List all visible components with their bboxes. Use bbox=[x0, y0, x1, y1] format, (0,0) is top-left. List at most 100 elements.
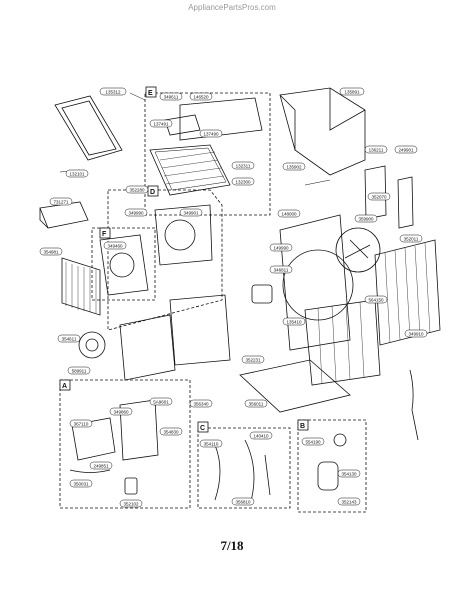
part-label: 354830 bbox=[159, 427, 183, 436]
cabinet-part bbox=[279, 87, 366, 176]
part-label: 352070 bbox=[367, 192, 391, 201]
svg-text:352231: 352231 bbox=[245, 358, 261, 363]
base-pan-part bbox=[239, 359, 351, 413]
svg-text:352102: 352102 bbox=[123, 502, 139, 507]
part-label: 564150 bbox=[364, 295, 388, 304]
svg-text:349901: 349901 bbox=[183, 211, 199, 216]
svg-text:554190: 554190 bbox=[305, 440, 321, 445]
part-label: 349460 bbox=[103, 241, 127, 250]
section-f-group bbox=[91, 227, 156, 301]
part-label: 356810 bbox=[231, 497, 255, 506]
section-e-label: E bbox=[148, 90, 153, 97]
part-label: 367110 bbox=[69, 419, 93, 428]
motor-part bbox=[251, 284, 273, 304]
part-label: 149990 bbox=[269, 243, 293, 252]
part-label: 132101 bbox=[65, 169, 89, 178]
part-label: 349860 bbox=[109, 407, 133, 416]
part-label: 359900 bbox=[354, 214, 378, 223]
part-label: 135902 bbox=[282, 162, 306, 171]
svg-text:135891: 135891 bbox=[344, 90, 360, 95]
section-d-label: D bbox=[150, 189, 155, 196]
svg-text:354830: 354830 bbox=[163, 430, 179, 435]
shroud-fan-part bbox=[279, 214, 381, 351]
part-labels: 135312 349611 146520 137491 137490 13231… bbox=[39, 87, 428, 508]
svg-text:349611: 349611 bbox=[164, 95, 179, 100]
part-label: 354110 bbox=[199, 439, 223, 448]
svg-text:149990: 149990 bbox=[273, 246, 289, 251]
part-label: 135312 bbox=[99, 87, 127, 96]
svg-text:137491: 137491 bbox=[153, 122, 169, 127]
part-label: 356340 bbox=[189, 399, 213, 408]
front-frame-part bbox=[54, 95, 123, 161]
part-label: 135891 bbox=[339, 87, 365, 96]
section-a-label: A bbox=[62, 383, 67, 390]
svg-text:349860: 349860 bbox=[113, 410, 129, 415]
svg-text:349910: 349910 bbox=[408, 332, 424, 337]
svg-text:589911: 589911 bbox=[72, 369, 87, 374]
part-label: 5A9601 bbox=[149, 397, 173, 406]
svg-text:148000: 148000 bbox=[281, 212, 297, 217]
part-label: 352011 bbox=[399, 234, 423, 243]
svg-text:349460: 349460 bbox=[107, 244, 123, 249]
svg-text:356011: 356011 bbox=[249, 402, 264, 407]
section-a-group bbox=[59, 379, 191, 509]
part-label: 136211 bbox=[364, 145, 388, 154]
part-label: 356011 bbox=[244, 399, 268, 408]
part-label: 349910 bbox=[404, 329, 428, 338]
part-label: 249901 bbox=[394, 145, 418, 154]
condenser-coil-part bbox=[374, 239, 441, 346]
section-b-label: B bbox=[300, 423, 305, 430]
air-guide-part bbox=[119, 314, 176, 381]
svg-text:132300: 132300 bbox=[235, 180, 251, 185]
left-coil-part bbox=[61, 257, 101, 316]
section-d-group bbox=[107, 189, 223, 331]
part-label: 137491 bbox=[149, 119, 173, 128]
part-label: 349901 bbox=[179, 208, 203, 217]
side-panel-part bbox=[364, 165, 387, 220]
svg-text:135902: 135902 bbox=[286, 165, 302, 170]
blower-wheel-part bbox=[78, 331, 106, 359]
svg-text:140410: 140410 bbox=[253, 434, 269, 439]
svg-text:349990: 349990 bbox=[128, 211, 144, 216]
svg-text:564150: 564150 bbox=[368, 298, 384, 303]
part-label: 349990 bbox=[124, 208, 148, 217]
part-label: 132300 bbox=[231, 177, 255, 186]
svg-text:132311: 132311 bbox=[236, 164, 251, 169]
part-label: 589911 bbox=[67, 366, 91, 375]
part-label: 352102 bbox=[119, 499, 143, 508]
part-label: 554190 bbox=[301, 437, 325, 446]
part-label: 137490 bbox=[199, 129, 223, 138]
part-label: 354981 bbox=[39, 247, 63, 256]
drain-tube-part bbox=[409, 369, 419, 441]
evaporator-coil-part bbox=[304, 299, 381, 386]
part-label: 352231 bbox=[241, 355, 265, 364]
svg-text:356810: 356810 bbox=[235, 500, 251, 505]
svg-text:5A9601: 5A9601 bbox=[153, 400, 169, 405]
section-e-group bbox=[144, 92, 271, 216]
svg-text:249901: 249901 bbox=[398, 148, 414, 153]
part-label: 731271 bbox=[49, 197, 73, 206]
svg-text:354611: 354611 bbox=[62, 337, 77, 342]
part-label: 350031 bbox=[69, 479, 93, 488]
part-label: 140410 bbox=[249, 431, 273, 440]
svg-text:135312: 135312 bbox=[105, 90, 121, 95]
svg-text:354110: 354110 bbox=[204, 442, 219, 447]
control-housing-part bbox=[169, 294, 231, 366]
svg-text:352143: 352143 bbox=[341, 500, 357, 505]
svg-text:135410: 135410 bbox=[286, 320, 302, 325]
svg-text:346811: 346811 bbox=[274, 268, 289, 273]
part-label: 135410 bbox=[282, 317, 306, 326]
part-label: 352280 bbox=[125, 185, 149, 194]
svg-text:137490: 137490 bbox=[203, 132, 219, 137]
part-label: 352143 bbox=[337, 497, 361, 506]
svg-text:352011: 352011 bbox=[404, 237, 419, 242]
svg-text:731271: 731271 bbox=[53, 200, 69, 205]
page-number: 7/18 bbox=[220, 538, 244, 553]
section-letters: E D F A C B bbox=[59, 86, 309, 433]
svg-text:356340: 356340 bbox=[193, 402, 209, 407]
svg-text:359900: 359900 bbox=[358, 217, 374, 222]
svg-text:352280: 352280 bbox=[129, 188, 145, 193]
small-box-part bbox=[39, 201, 89, 229]
section-b-group bbox=[297, 419, 367, 513]
